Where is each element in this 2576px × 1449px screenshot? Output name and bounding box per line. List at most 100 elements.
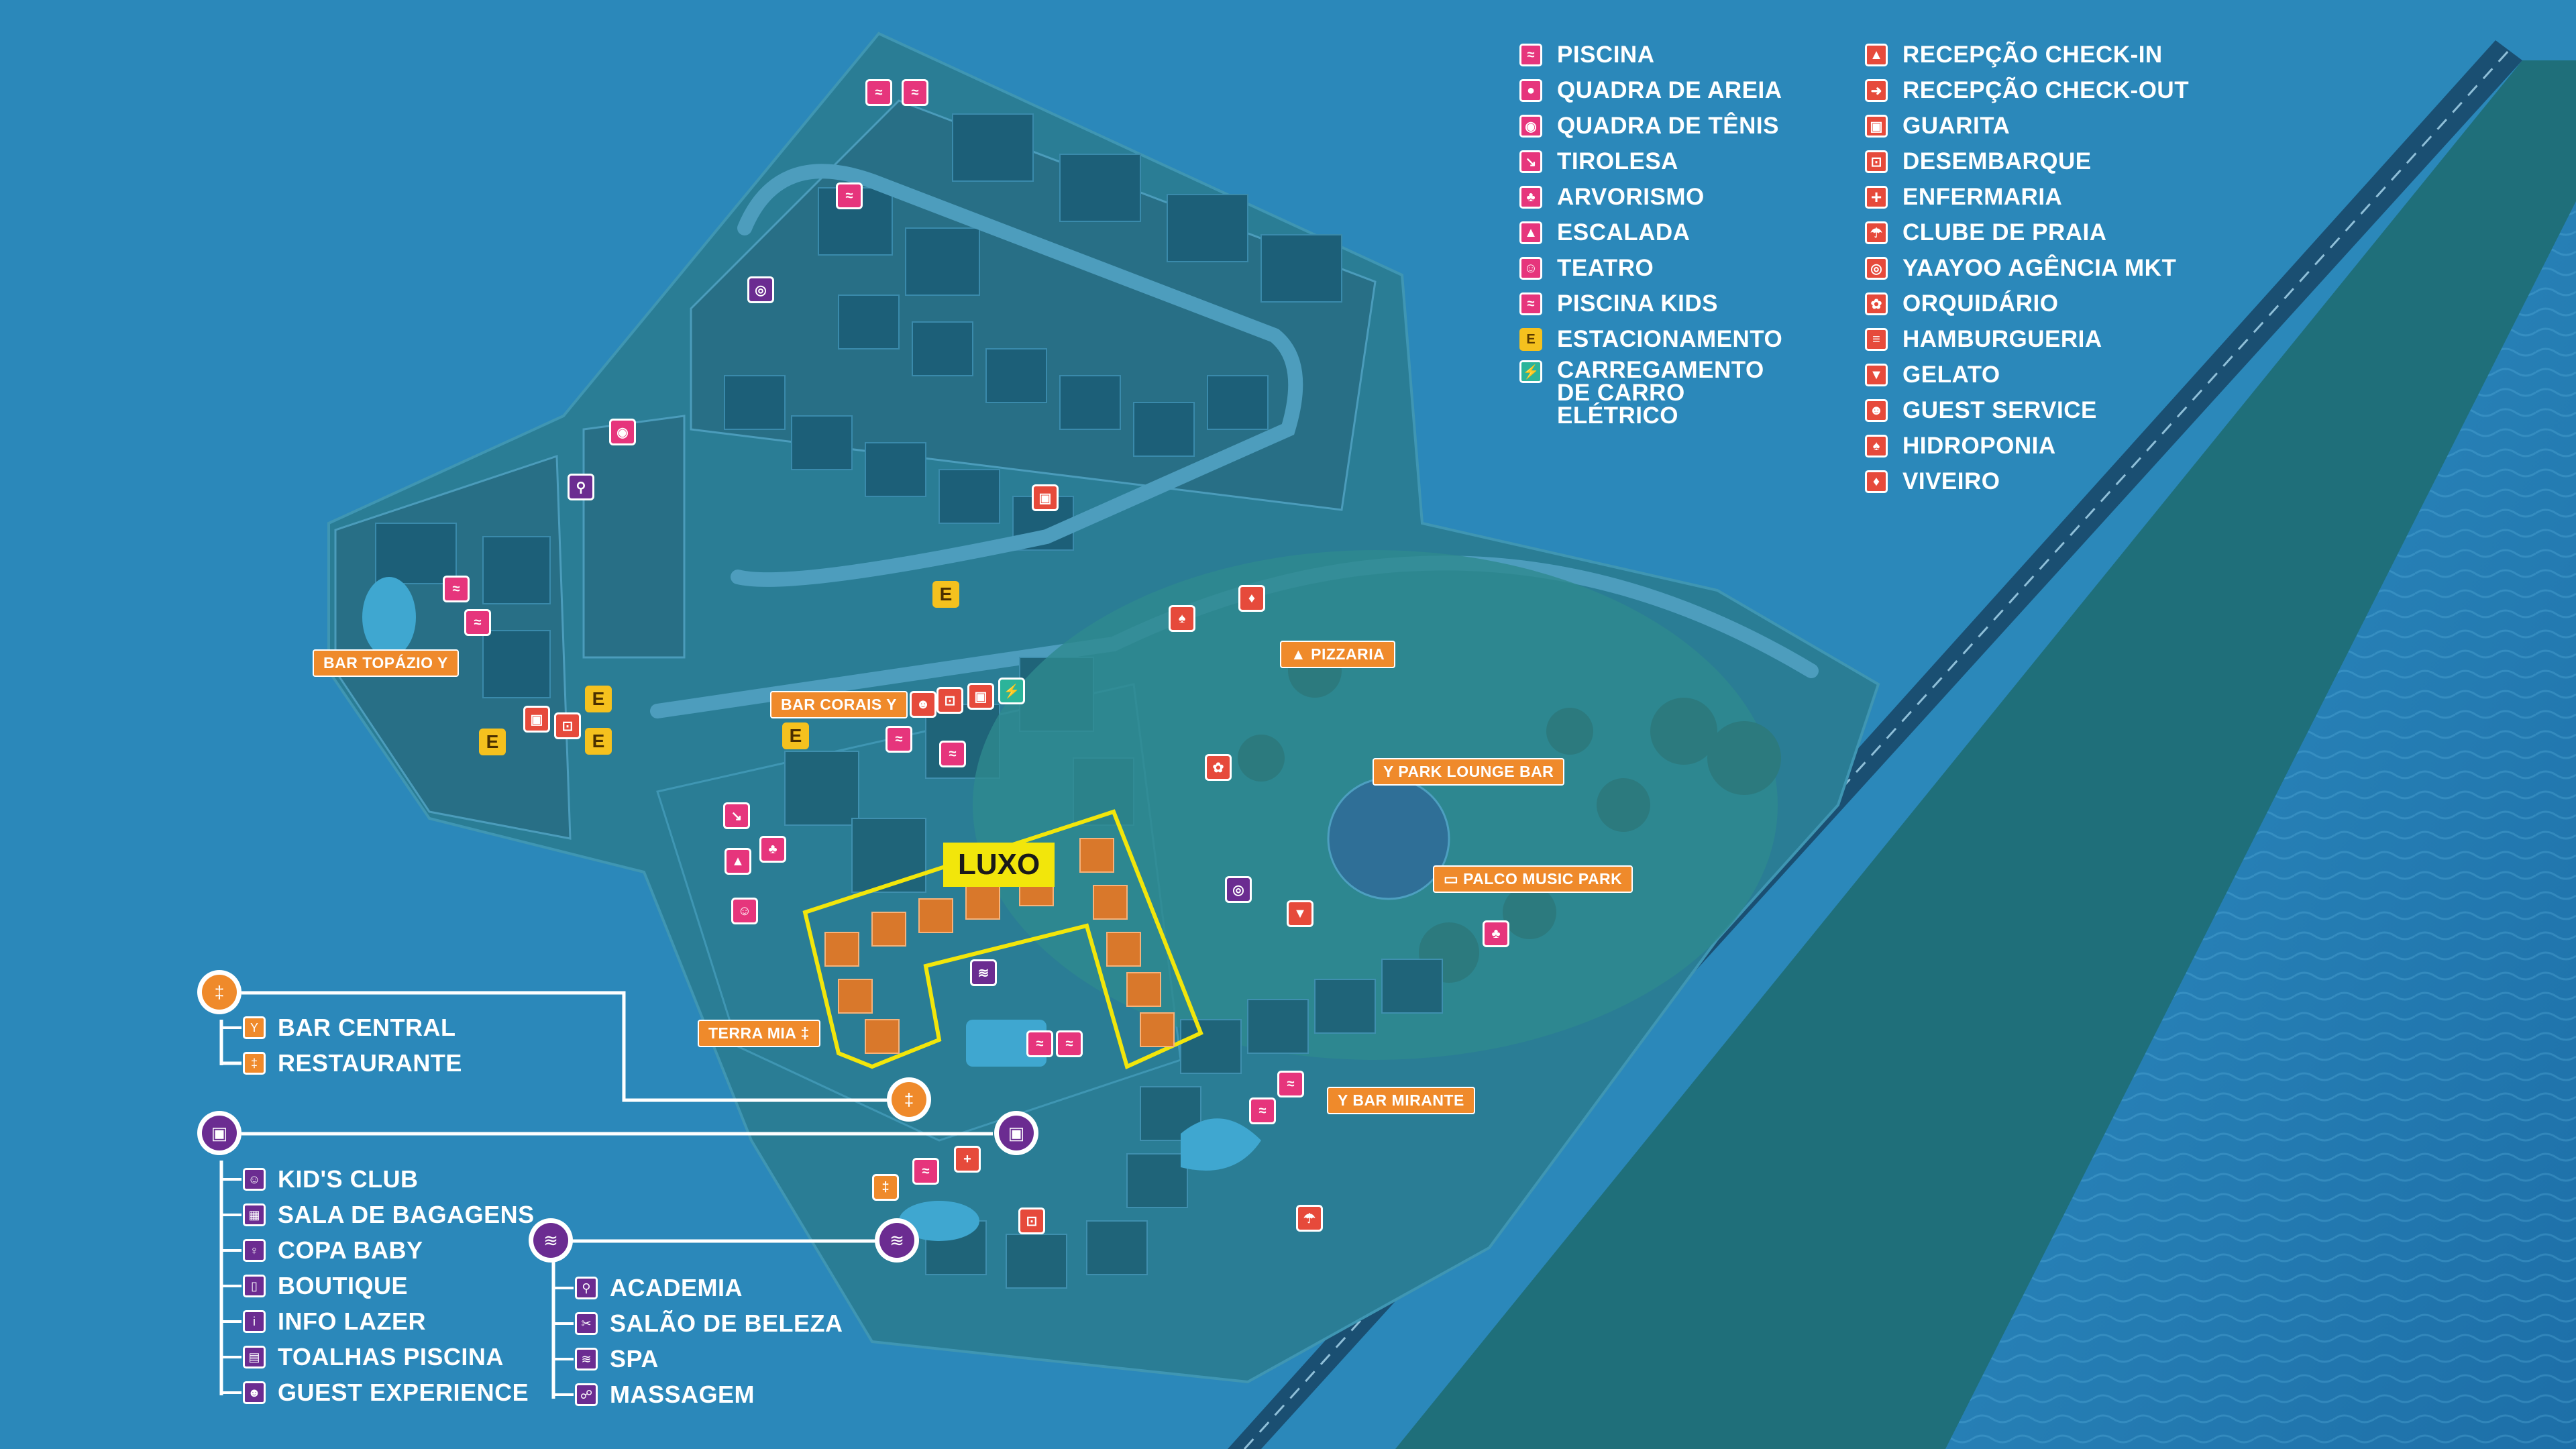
tag-bar-corais[interactable]: BAR CORAIS Y — [770, 691, 908, 718]
legend-item-guest-service: ☻ GUEST SERVICE — [1865, 394, 2097, 427]
list-item-bar-central[interactable]: Y BAR CENTRAL — [243, 1012, 455, 1043]
hydroponics-pin[interactable]: ♠ — [1169, 605, 1195, 632]
pool-pin[interactable]: ≈ — [865, 79, 892, 106]
legend-item-clube-praia: ☂ CLUBE DE PRAIA — [1865, 217, 2107, 249]
pool-pin[interactable]: ≈ — [1277, 1071, 1304, 1097]
orchid-icon: ✿ — [1865, 292, 1888, 315]
legend-item-teatro: ☺ TEATRO — [1519, 252, 1654, 284]
kids-pool-icon: ≈ — [1519, 292, 1542, 315]
pool-pin[interactable]: ≈ — [885, 726, 912, 753]
list-item-salao-beleza[interactable]: ✂ SALÃO DE BELEZA — [575, 1308, 843, 1339]
orchid-pin[interactable]: ✿ — [1205, 754, 1232, 781]
wellness-group-marker[interactable]: ≋ — [875, 1218, 919, 1263]
guardhouse-pin[interactable]: ▣ — [523, 706, 550, 733]
services-group-marker[interactable]: ▣ — [994, 1111, 1038, 1155]
kids-club-icon: ☺ — [243, 1168, 266, 1191]
legend-item-escalada: ▲ ESCALADA — [1519, 217, 1690, 249]
first-aid-pin[interactable]: + — [954, 1146, 981, 1173]
tennis-icon: ◉ — [1519, 115, 1542, 138]
kids-pool-pin[interactable]: ≈ — [464, 609, 491, 636]
baby-icon: ♀ — [243, 1239, 266, 1262]
suitcase-icon: ▣ — [999, 1116, 1034, 1150]
reception-pin[interactable]: ▣ — [967, 683, 994, 710]
pool-pin[interactable]: ≈ — [939, 741, 966, 767]
list-item-massagem[interactable]: ☍ MASSAGEM — [575, 1379, 755, 1410]
zipline-icon: ↘ — [1519, 150, 1542, 173]
list-item-spa[interactable]: ≋ SPA — [575, 1344, 659, 1375]
services-group-head[interactable]: ▣ — [197, 1111, 241, 1155]
list-item-boutique[interactable]: ▯ BOUTIQUE — [243, 1271, 408, 1301]
gelato-pin[interactable]: ▼ — [1287, 900, 1313, 927]
list-item-guest-experience[interactable]: ☻ GUEST EXPERIENCE — [243, 1377, 529, 1408]
guest-service-pin[interactable]: ☻ — [910, 691, 936, 718]
legend-item-tirolesa: ↘ TIROLESA — [1519, 146, 1678, 178]
parking-pin[interactable]: E — [932, 581, 959, 608]
kids-pool-pin[interactable]: ≈ — [1249, 1097, 1276, 1124]
tree-climbing-pin[interactable]: ♣ — [1483, 920, 1509, 947]
marketing-agency-pin[interactable]: ◎ — [747, 276, 774, 303]
tree-climbing-pin[interactable]: ♣ — [759, 836, 786, 863]
list-item-copa-baby[interactable]: ♀ COPA BABY — [243, 1235, 423, 1266]
tag-terra-mia[interactable]: TERRA MIA ‡ — [698, 1020, 820, 1047]
beach-club-pin[interactable]: ☂ — [1296, 1205, 1323, 1232]
reception-checkout-icon: ➜ — [1865, 79, 1888, 102]
parking-pin[interactable]: E — [782, 722, 809, 749]
list-item-academia[interactable]: ⚲ ACADEMIA — [575, 1273, 743, 1303]
restaurant-pin[interactable]: ‡ — [872, 1174, 899, 1201]
food-group-marker[interactable]: ‡ — [887, 1077, 931, 1122]
parking-pin[interactable]: E — [585, 686, 612, 712]
parking-pin[interactable]: E — [585, 728, 612, 755]
dropoff-pin[interactable]: ⊡ — [1018, 1208, 1045, 1234]
theater-pin[interactable]: ☺ — [731, 898, 758, 924]
kids-pool-pin[interactable]: ≈ — [1056, 1030, 1083, 1057]
massage-icon: ☍ — [575, 1383, 598, 1406]
legend-item-guarita: ▣ GUARITA — [1865, 110, 2010, 142]
ev-charging-icon: ⚡ — [1519, 360, 1542, 383]
tag-palco-music-park[interactable]: ▭ PALCO MUSIC PARK — [1433, 865, 1633, 893]
volleyball-icon: ● — [1519, 79, 1542, 102]
parking-icon: E — [1519, 328, 1542, 351]
legend-item-quadra-areia: ● QUADRA DE AREIA — [1519, 74, 1782, 107]
pool-pin[interactable]: ≈ — [443, 576, 470, 602]
list-item-restaurante[interactable]: ‡ RESTAURANTE — [243, 1048, 462, 1079]
climbing-pin[interactable]: ▲ — [724, 848, 751, 875]
tag-pizzaria[interactable]: ▲ PIZZARIA — [1280, 641, 1396, 668]
legend-item-checkout: ➜ RECEPÇÃO CHECK-OUT — [1865, 74, 2189, 107]
pool-pin[interactable]: ≈ — [912, 1158, 939, 1185]
parking-pin[interactable]: E — [479, 729, 506, 755]
tag-bar-topazio[interactable]: BAR TOPÁZIO Y — [313, 649, 459, 677]
list-item-toalhas-piscina[interactable]: ▤ TOALHAS PISCINA — [243, 1342, 504, 1373]
dropoff-pin[interactable]: ⊡ — [554, 712, 581, 739]
guardhouse-pin[interactable]: ▣ — [1032, 484, 1059, 511]
tag-bar-mirante[interactable]: Y BAR MIRANTE — [1327, 1087, 1475, 1114]
guardhouse-icon: ▣ — [1865, 115, 1888, 138]
legend-item-checkin: ▲ RECEPÇÃO CHECK-IN — [1865, 39, 2163, 71]
spa-pin[interactable]: ≋ — [970, 959, 997, 986]
food-group-head[interactable]: ‡ — [197, 970, 241, 1014]
tag-park-lounge-bar[interactable]: Y PARK LOUNGE BAR — [1373, 758, 1565, 786]
zipline-pin[interactable]: ↘ — [723, 802, 750, 829]
marketing-agency-pin[interactable]: ◎ — [1225, 876, 1252, 903]
gelato-icon: ▼ — [1865, 364, 1888, 386]
spa-icon: ≋ — [533, 1223, 568, 1258]
wellness-group-head[interactable]: ≋ — [529, 1218, 573, 1263]
info-icon: i — [243, 1310, 266, 1333]
nursery-pin[interactable]: ♦ — [1238, 585, 1265, 612]
legend-item-quadra-tenis: ◉ QUADRA DE TÊNIS — [1519, 110, 1779, 142]
dropoff-pin[interactable]: ⊡ — [936, 687, 963, 714]
list-item-kids-club[interactable]: ☺ KID'S CLUB — [243, 1164, 419, 1195]
beach-club-icon: ☂ — [1865, 221, 1888, 244]
legend-item-desembarque: ⊡ DESEMBARQUE — [1865, 146, 2092, 178]
gym-pin[interactable]: ⚲ — [568, 474, 594, 500]
kids-pool-pin[interactable]: ≈ — [902, 79, 928, 106]
pool-pin[interactable]: ≈ — [836, 182, 863, 209]
list-item-info-lazer[interactable]: i INFO LAZER — [243, 1306, 426, 1337]
list-item-sala-bagagens[interactable]: ▦ SALA DE BAGAGENS — [243, 1199, 535, 1230]
beach-vegetation — [1395, 60, 2576, 1449]
legend-item-enfermaria: + ENFERMARIA — [1865, 181, 2062, 213]
pool-pin[interactable]: ≈ — [1026, 1030, 1053, 1057]
tennis-pin[interactable]: ◉ — [609, 419, 636, 445]
ev-charging-pin[interactable]: ⚡ — [998, 678, 1025, 704]
pool-icon: ≈ — [1519, 44, 1542, 66]
